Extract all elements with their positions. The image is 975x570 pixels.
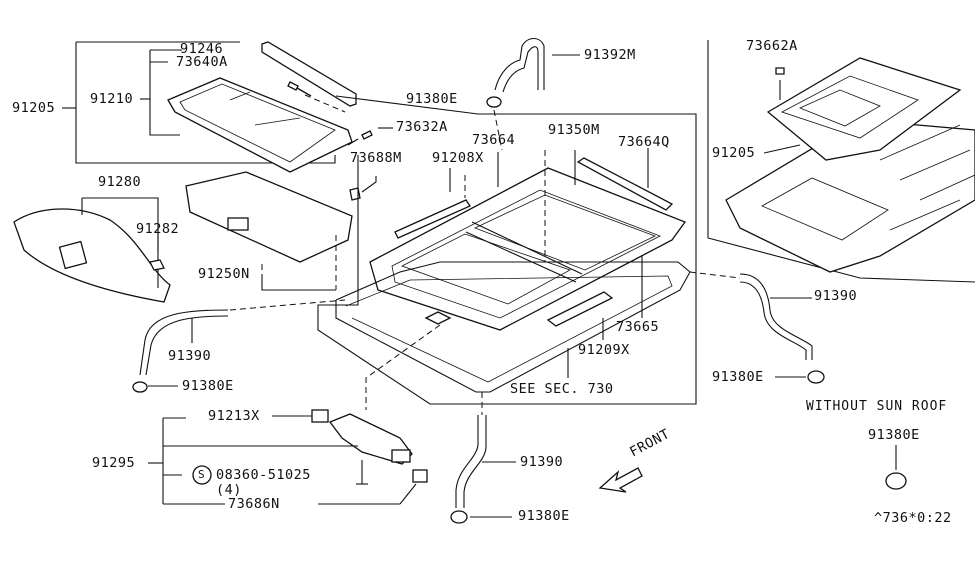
label-91380E-without-sunroof: 91380E — [868, 427, 920, 443]
label-screw-quantity: (4) — [216, 482, 242, 498]
screw-73662A — [775, 67, 785, 75]
label-91209X: 91209X — [578, 342, 630, 358]
grommet-left-91380E — [132, 381, 148, 393]
sunshade-91250N — [185, 171, 353, 263]
lower-frame — [335, 261, 691, 393]
label-91390-bottom: 91390 — [520, 454, 564, 470]
label-91295: 91295 — [92, 455, 136, 471]
clip-91282 — [149, 259, 165, 271]
bracket-91295 — [424, 311, 452, 325]
sunroof-frame-91350M — [369, 167, 687, 331]
drain-channel-91209X — [546, 291, 614, 327]
label-91392M: 91392M — [584, 47, 636, 63]
label-73688M: 73688M — [350, 150, 402, 166]
label-without-sun-roof: WITHOUT SUN ROOF — [806, 399, 948, 414]
strip-73664Q — [576, 157, 674, 211]
grommet-bottom-91380E — [450, 510, 468, 524]
group-frame-91205 — [75, 42, 336, 164]
label-91250N: 91250N — [198, 266, 250, 282]
deflector-strip-91246 — [261, 41, 357, 107]
label-91380E-bottom: 91380E — [518, 508, 570, 524]
label-91280: 91280 — [98, 174, 142, 190]
label-73665: 73665 — [616, 319, 660, 335]
screw-73640A — [287, 81, 312, 97]
sunroof-assembly-91205-right — [766, 57, 962, 161]
label-91210: 91210 — [90, 91, 134, 107]
label-91380E-left: 91380E — [182, 378, 234, 394]
label-08360-51025: 08360-51025 — [216, 467, 311, 483]
label-91380E-top: 91380E — [406, 91, 458, 107]
glass-lid-91210 — [167, 77, 353, 173]
screw-73632A — [347, 130, 373, 146]
grommet-top-91380E — [486, 96, 502, 108]
drain-hose-right-91390 — [739, 273, 813, 360]
bumper-73686N — [412, 469, 428, 483]
label-91213X: 91213X — [208, 408, 260, 424]
label-91205-right: 91205 — [712, 145, 756, 161]
label-91390-left: 91390 — [168, 348, 212, 364]
drain-hose-top-91392M — [494, 37, 545, 91]
diagram-code: ^736*0:22 — [874, 510, 952, 526]
label-91208X: 91208X — [432, 150, 484, 166]
label-see-sec-730: SEE SEC. 730 — [510, 381, 614, 397]
drain-hose-bottom-91390 — [455, 415, 479, 508]
label-73632A: 73632A — [396, 119, 448, 135]
label-73686N: 73686N — [228, 496, 280, 512]
right-panel-frame — [707, 40, 975, 283]
label-73664Q: 73664Q — [618, 134, 670, 150]
group-frame-main — [317, 95, 697, 405]
group-frame-91210 — [149, 50, 180, 136]
label-91246: 91246 — [180, 41, 224, 57]
front-arrow-icon — [598, 467, 643, 493]
label-73662A: 73662A — [746, 38, 798, 54]
label-91282: 91282 — [136, 221, 180, 237]
label-91390-right: 91390 — [814, 288, 858, 304]
label-91205: 91205 — [12, 100, 56, 116]
label-91380E-right: 91380E — [712, 369, 764, 385]
screw-symbol-circle — [192, 465, 212, 485]
label-73640A: 73640A — [176, 54, 228, 70]
label-73664: 73664 — [472, 132, 516, 148]
drain-hose-left-91390 — [139, 309, 229, 376]
rail-91208X — [394, 199, 471, 239]
screw-symbol-letter: S — [198, 468, 206, 481]
plug-91380E-without-sunroof — [885, 472, 907, 490]
label-91350M: 91350M — [548, 122, 600, 138]
grommet-right-91380E — [807, 370, 825, 384]
